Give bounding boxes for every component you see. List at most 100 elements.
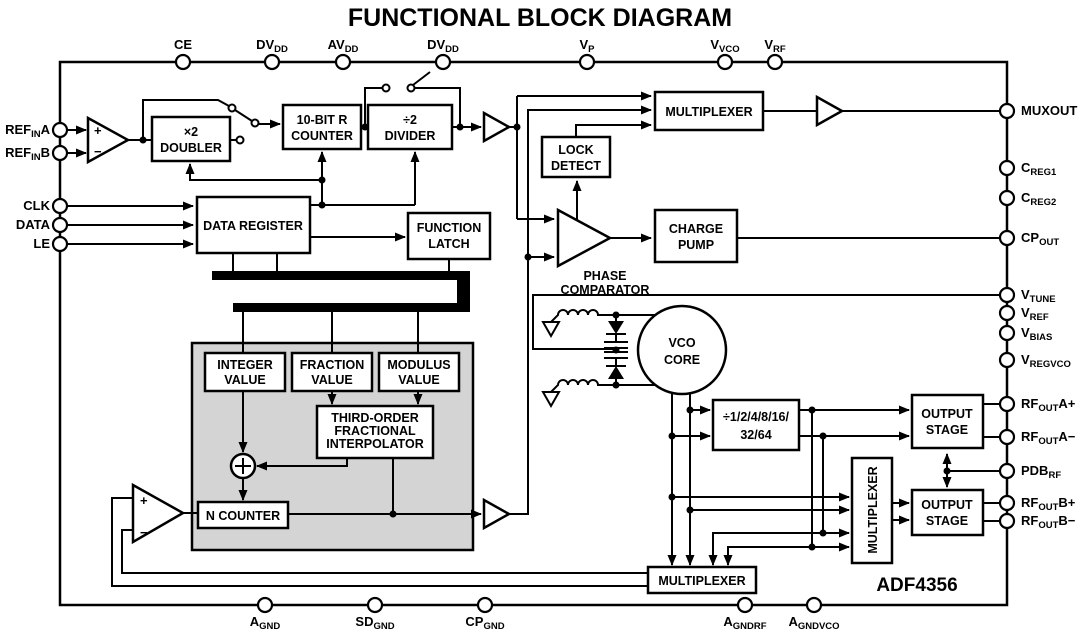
data-bus: [212, 253, 470, 353]
feedback-amp: + −: [131, 482, 186, 545]
wire-divider-switch-blade: [412, 71, 431, 86]
wire-doubler-switch-blade: [234, 109, 253, 122]
wire-vtune: [532, 294, 1000, 350]
svg-text:DATA REGISTER: DATA REGISTER: [203, 219, 303, 233]
pin-vbias: VBIAS: [1021, 325, 1052, 343]
block-function-latch: FUNCTION LATCH: [406, 211, 492, 261]
svg-text:÷2: ÷2: [403, 113, 417, 127]
svg-text:MULTIPLEXER: MULTIPLEXER: [665, 105, 752, 119]
block-data-register: DATA REGISTER: [195, 195, 312, 255]
pin-muxout: MUXOUT: [1021, 103, 1077, 118]
block-integer-value: INTEGER VALUE: [203, 351, 287, 393]
pin-le: LE: [33, 236, 50, 251]
ref-input-amp: + −: [86, 115, 131, 165]
chip-part-number: ADF4356: [876, 575, 957, 596]
block-lock-detect: LOCK DETECT: [540, 135, 612, 179]
svg-text:LATCH: LATCH: [428, 237, 469, 251]
svg-text:MULTIPLEXER: MULTIPLEXER: [866, 466, 880, 553]
pin-cpout: CPOUT: [1021, 230, 1059, 248]
svg-text:VALUE: VALUE: [224, 373, 265, 387]
svg-text:FRACTIONAL: FRACTIONAL: [334, 424, 416, 438]
pins-bottom: AGND SDGND CPGND AGNDRF AGNDVCO: [250, 596, 840, 632]
pin-dvdd-1: DVDD: [256, 37, 288, 55]
ground-top-icon: [541, 321, 561, 339]
ground-bottom-icon: [541, 391, 561, 409]
junction-dots: [139, 123, 951, 551]
svg-text:VALUE: VALUE: [398, 373, 439, 387]
divider-switch-icon: [381, 83, 391, 93]
svg-text:÷1/2/4/8/16/: ÷1/2/4/8/16/: [723, 410, 789, 424]
wire-fb-lower: [111, 497, 648, 587]
phase-comparator-label: PHASE: [583, 269, 626, 283]
svg-text:FUNCTION: FUNCTION: [417, 221, 482, 235]
wire-drop2-to-muxfb: [708, 532, 823, 566]
pin-rfoutb-minus: RFOUTB−: [1021, 513, 1076, 531]
wire-doubler-bypass: [142, 99, 230, 140]
inductor-bottom-icon: [550, 379, 616, 393]
block-modulus-value: MODULUS VALUE: [377, 351, 461, 393]
wires: [67, 71, 1000, 587]
svg-text:STAGE: STAGE: [926, 514, 968, 528]
pin-vvco: VVCO: [710, 37, 739, 55]
svg-text:N COUNTER: N COUNTER: [206, 509, 280, 523]
pins-right: MUXOUT CREG1 CREG2 CPOUT VTUNE VREF VBIA…: [998, 102, 1077, 531]
svg-text:COMPARATOR: COMPARATOR: [561, 283, 650, 297]
svg-text:OUTPUT: OUTPUT: [921, 407, 973, 421]
svg-text:PUMP: PUMP: [678, 238, 714, 252]
pin-refina: REFINA: [5, 122, 51, 140]
minus-sign: −: [140, 525, 148, 540]
block-r-counter: 10-BIT R COUNTER: [281, 103, 363, 151]
svg-text:STAGE: STAGE: [926, 423, 968, 437]
block-rf-divider: ÷1/2/4/8/16/ 32/64: [711, 398, 801, 452]
svg-text:CHARGE: CHARGE: [669, 222, 723, 236]
minus-sign: −: [94, 144, 102, 159]
inductor-top-icon: [550, 309, 616, 323]
svg-text:FRACTION: FRACTION: [300, 358, 365, 372]
block-charge-pump: CHARGE PUMP: [653, 208, 739, 264]
pin-rfouta-plus: RFOUTA+: [1021, 396, 1076, 414]
wire-fb-upper: [121, 529, 648, 574]
block-multiplexer-top: MULTIPLEXER: [653, 90, 765, 132]
pin-agndrf: AGNDRF: [723, 614, 766, 631]
block-n-counter: N COUNTER: [196, 500, 290, 530]
block-vco-core: VCO CORE: [636, 304, 728, 396]
svg-text:DETECT: DETECT: [551, 159, 601, 173]
svg-text:10-BIT R: 10-BIT R: [297, 113, 348, 127]
svg-text:OUTPUT: OUTPUT: [921, 498, 973, 512]
svg-text:CORE: CORE: [664, 353, 700, 367]
pin-cpgnd: CPGND: [465, 614, 504, 631]
svg-text:VCO: VCO: [668, 336, 695, 350]
wire-lockdetect-to-mux: [575, 120, 652, 137]
pin-data: DATA: [16, 217, 51, 232]
plus-sign: +: [140, 493, 148, 508]
switch-terminals: [227, 83, 416, 145]
pin-vregvco: VREGVCO: [1021, 352, 1071, 370]
svg-text:DIVIDER: DIVIDER: [385, 129, 436, 143]
pin-refinb: REFINB: [5, 145, 50, 163]
amplifiers: + − PHASE COMPARATOR + −: [86, 94, 845, 545]
ref-buffer-icon: [482, 110, 512, 144]
block-div2: ÷2 DIVIDER: [366, 103, 454, 151]
svg-text:INTERPOLATOR: INTERPOLATOR: [326, 437, 423, 451]
varactor-top-icon: [608, 321, 624, 334]
pin-vrf: VRF: [764, 37, 786, 55]
pin-pdbrf: PDBRF: [1021, 463, 1061, 481]
pin-creg2: CREG2: [1021, 190, 1056, 208]
phase-comparator-block: PHASE COMPARATOR: [556, 207, 650, 297]
pin-agnd: AGND: [250, 614, 281, 631]
svg-text:LOCK: LOCK: [558, 143, 593, 157]
svg-text:×2: ×2: [184, 125, 198, 139]
doubler-switch-icon: [227, 103, 237, 113]
wire-interp-to-sum: [256, 458, 348, 471]
varactor-bottom-icon: [608, 366, 624, 379]
block-multiplexer-rf: MULTIPLEXER: [850, 456, 894, 565]
pin-agndvco: AGNDVCO: [788, 614, 839, 631]
pin-rfouta-minus: RFOUTA−: [1021, 429, 1076, 447]
block-output-stage-a: OUTPUT STAGE: [910, 393, 985, 450]
pin-vp: VP: [579, 37, 595, 55]
pins-top: CE DVDD AVDD DVDD VP VVCO VRF: [174, 37, 786, 71]
muxout-buffer-icon: [815, 94, 845, 128]
svg-text:THIRD-ORDER: THIRD-ORDER: [331, 411, 419, 425]
pin-avdd: AVDD: [328, 37, 359, 55]
